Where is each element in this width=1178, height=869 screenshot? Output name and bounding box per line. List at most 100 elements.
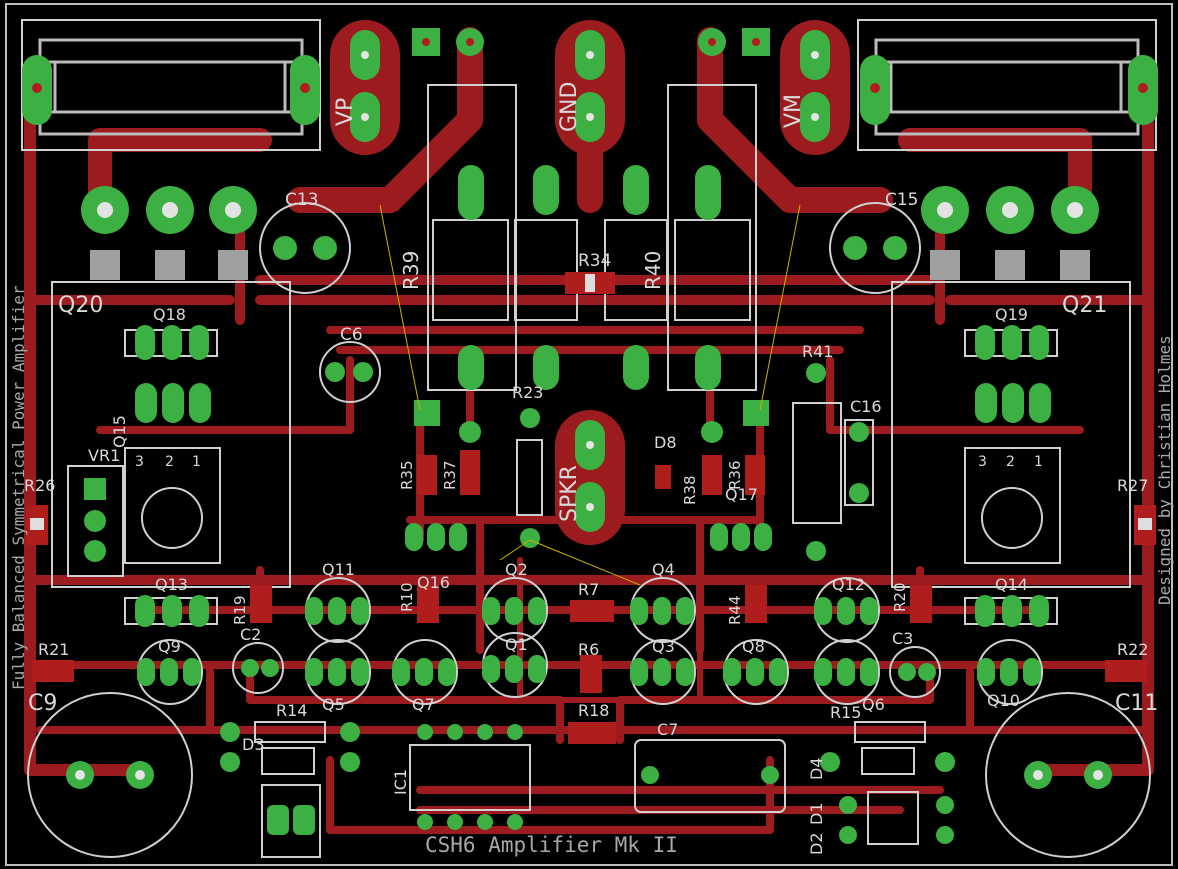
q-right-pin3: 3 [978, 454, 987, 470]
q18-label: Q18 [153, 305, 186, 324]
resistor-r38-r36: R38 R36 [681, 400, 769, 505]
power-connector-gnd: GND [555, 20, 625, 155]
resistor-r21: R21 [32, 640, 74, 682]
r14-label: R14 [276, 701, 307, 720]
vr1-label: VR1 [88, 446, 120, 465]
transistor-q18: Q18 [124, 305, 218, 360]
r22-label: R22 [1117, 640, 1148, 659]
transistor-q14: Q14 [964, 575, 1058, 627]
resistor-r22: R22 [1105, 640, 1148, 682]
power-connector-vm: VM [780, 20, 850, 155]
diodes-d1-d2: D1 D2 [807, 791, 954, 856]
r36-label: R36 [726, 460, 744, 490]
resistor-r19: R19 [231, 585, 272, 625]
copper-traces [24, 27, 1154, 834]
resistor-r40: R40 [641, 84, 757, 391]
trimmer-vr1: VR1 [67, 446, 124, 577]
r23-label: R23 [512, 383, 543, 402]
spkr-label: SPKR [557, 465, 582, 522]
q3-label: Q3 [652, 637, 675, 656]
resistor-r44: R44 [726, 585, 767, 625]
fuse-holder-left [21, 19, 321, 151]
diode-d4: D4 [807, 747, 955, 781]
d3-label: D3 [242, 735, 265, 754]
transistor-q8: Q8 [723, 637, 789, 705]
q15-pin1: 1 [192, 454, 201, 470]
ic1-label: IC1 [391, 769, 410, 795]
transistor-q1: Q1 [482, 632, 548, 698]
r20-label: R20 [891, 582, 909, 612]
gnd-label: GND [557, 82, 582, 132]
q14-label: Q14 [995, 575, 1028, 594]
r7-label: R7 [578, 580, 599, 599]
transistor-q17-heatsink: 3 2 1 [964, 383, 1061, 564]
input-pads-top [412, 28, 770, 56]
resistor-r39: R39 [399, 84, 517, 391]
q8-label: Q8 [742, 637, 765, 656]
c15-label: C15 [885, 190, 919, 210]
resistor-r18: R18 [568, 701, 616, 744]
board-outline [5, 3, 1173, 866]
d4-label: D4 [807, 758, 826, 781]
q-right-pin2: 2 [1006, 454, 1015, 470]
capacitor-c6: C6 [319, 325, 381, 403]
capacitor-c11: C11 [985, 691, 1158, 858]
c3-label: C3 [892, 629, 913, 648]
resistor-r41: R41 [792, 342, 842, 561]
transistor-q10: Q10 [977, 639, 1043, 710]
output-transistor-q20: Q20 [51, 186, 291, 588]
c16-label: C16 [850, 397, 882, 416]
output-transistor-q21: Q21 [891, 186, 1131, 588]
d2-label: D2 [807, 833, 826, 856]
c6-label: C6 [340, 325, 363, 345]
capacitor-c9: C9 [27, 691, 193, 858]
q13-label: Q13 [155, 575, 188, 594]
transistor-q12: Q12 [814, 575, 880, 643]
transistor-q13: Q13 [124, 575, 218, 627]
capacitor-c16: C16 [844, 397, 882, 506]
transistor-q11: Q11 [305, 560, 371, 643]
q12-label: Q12 [832, 575, 865, 594]
diode-d3: D3 [220, 722, 360, 775]
transistor-q9: Q9 [137, 637, 203, 705]
q9-label: Q9 [158, 637, 181, 656]
vm-label: VM [781, 94, 806, 128]
ic1: IC1 [391, 724, 531, 830]
board-right-text: Designed by Christian Holmes [1155, 335, 1174, 605]
q20-label: Q20 [58, 293, 103, 318]
r39-label: R39 [399, 251, 423, 290]
resistor-r35-r37: R35 R37 [398, 400, 481, 495]
resistor-r6: R6 [578, 640, 602, 693]
c9-label: C9 [28, 691, 57, 716]
q15-label: Q15 [110, 415, 129, 448]
r15-label: R15 [830, 703, 861, 722]
r40-label: R40 [641, 251, 665, 290]
r19-label: R19 [231, 595, 249, 625]
transistor-q15: Q15 3 2 1 [110, 383, 221, 564]
transistor-q17: Q17 [710, 485, 772, 551]
airwires [379, 204, 801, 586]
capacitor-c15: C15 [829, 190, 921, 294]
r34-label: R34 [578, 251, 611, 271]
transistor-left-mid [405, 523, 467, 551]
q15-pin3: 3 [135, 454, 144, 470]
transistor-q5-q7: Q5 Q7 [305, 639, 458, 714]
d1-label: D1 [807, 803, 826, 826]
r35-label: R35 [398, 460, 416, 490]
q11-label: Q11 [322, 560, 355, 579]
resistor-r20: R20 [891, 582, 932, 623]
transistor-q4: Q4 [630, 560, 696, 643]
q15-pin2: 2 [165, 454, 174, 470]
transistor-q2: Q2 [482, 560, 548, 643]
q5-label: Q5 [322, 695, 345, 714]
r41-label: R41 [802, 342, 833, 361]
d8-label: D8 [654, 433, 677, 452]
vp-label: VP [333, 98, 358, 126]
r26-label: R26 [24, 476, 55, 495]
r6-label: R6 [578, 640, 599, 659]
power-connector-vp: VP [330, 20, 400, 155]
resistor-r15-q6: R15 [830, 703, 926, 743]
r27-label: R27 [1117, 476, 1148, 495]
transistor-q6: Q6 [814, 639, 885, 714]
